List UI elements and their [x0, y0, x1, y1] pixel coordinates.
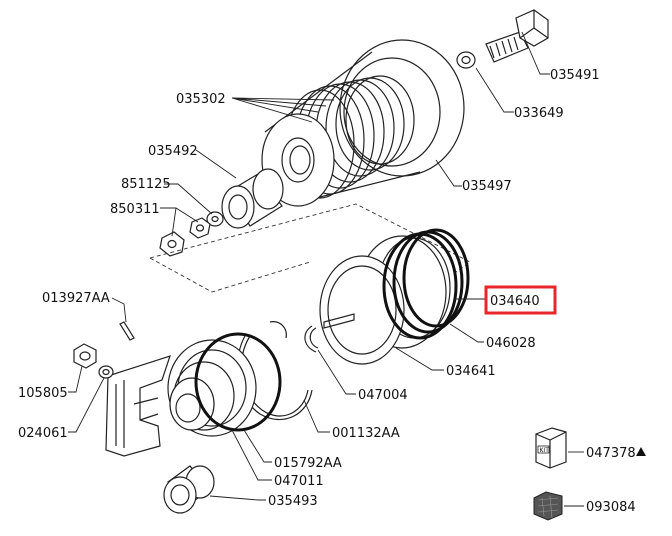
- label-024061: 024061: [18, 426, 68, 441]
- label-035497: 035497: [462, 179, 512, 194]
- label-035493: 035493: [268, 494, 318, 509]
- clip-047004: [304, 325, 319, 353]
- washer-033649: [456, 51, 476, 69]
- label-033649: 033649: [514, 106, 564, 121]
- nut-850311-a: [189, 217, 211, 239]
- highlight-box-034640: [484, 285, 557, 315]
- washer-024061: [98, 365, 114, 379]
- label-105805: 105805: [18, 386, 68, 401]
- pin-013927AA: [119, 321, 135, 341]
- drum-front-face: [261, 113, 335, 207]
- label-093084: 093084: [586, 500, 636, 515]
- piston-rings-046028: [382, 228, 470, 340]
- bushing-035493: [163, 465, 215, 514]
- o-ring-047011: [194, 332, 282, 432]
- label-034641: 034641: [446, 364, 496, 379]
- washer-851125: [206, 211, 224, 227]
- label-850311: 850311: [110, 202, 160, 217]
- label-047378: 047378: [586, 446, 636, 461]
- grease-pad-icon: [533, 491, 563, 521]
- label-035491: 035491: [550, 68, 600, 83]
- label-046028: 046028: [486, 336, 536, 351]
- nut-850311-b: [159, 231, 185, 257]
- label-001132AA: 001132AA: [332, 426, 400, 441]
- assembly-outline: [149, 203, 471, 293]
- label-034640: 034640: [490, 294, 540, 309]
- kit-box-text: KIT: [540, 447, 550, 454]
- mounting-bracket: [105, 355, 171, 457]
- triangle-marker-icon: [636, 447, 646, 456]
- bushing-035492: [221, 168, 284, 229]
- label-047011: 047011: [274, 474, 324, 489]
- label-851125: 851125: [121, 177, 171, 192]
- kit-box-icon: KIT: [535, 427, 567, 469]
- leader-lines: [68, 31, 584, 507]
- nut-105805: [73, 343, 97, 369]
- label-013927AA: 013927AA: [42, 291, 110, 306]
- cylinder-head-015792AA: [167, 339, 257, 437]
- bolt-035491: [485, 9, 549, 63]
- label-035302: 035302: [176, 92, 226, 107]
- label-047004: 047004: [358, 388, 408, 403]
- label-035492: 035492: [148, 144, 198, 159]
- label-015792AA: 015792AA: [274, 456, 342, 471]
